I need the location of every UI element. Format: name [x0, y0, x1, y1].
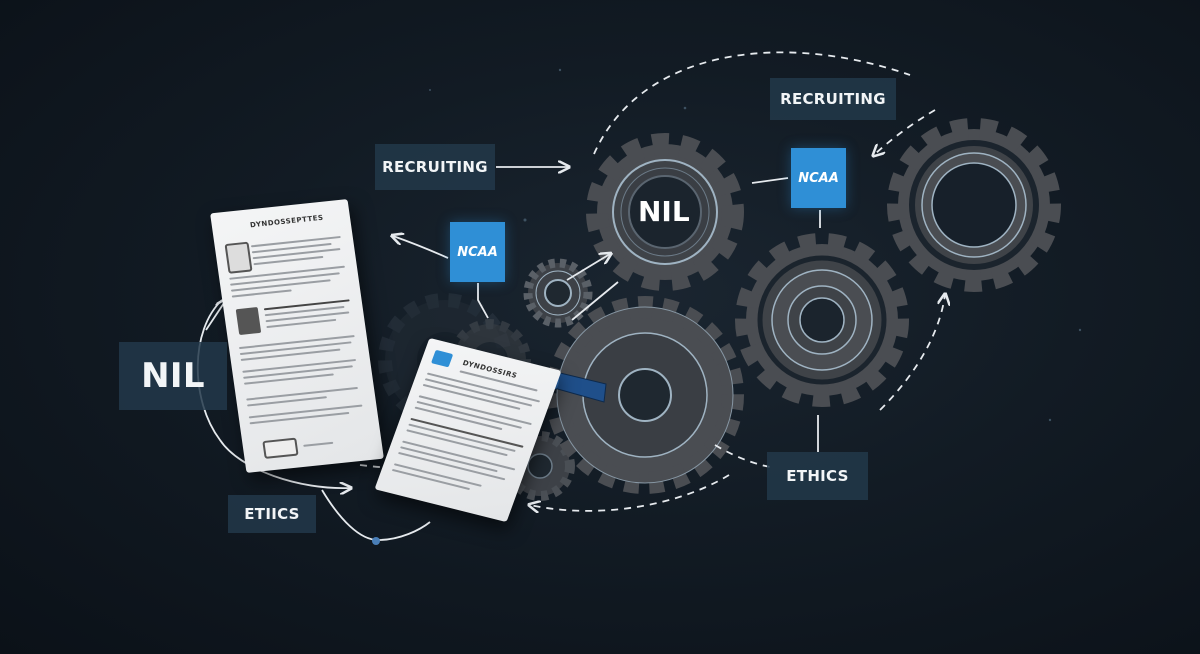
- connector-node-icon: [372, 537, 380, 545]
- ethics-label-left: ETIICS: [228, 495, 316, 533]
- center-gear-icon: [546, 296, 744, 494]
- document-signature-icon: [262, 437, 299, 459]
- recruiting-label-left: RECRUITING: [375, 144, 495, 190]
- right-gear-icon: [735, 233, 909, 407]
- nil-gear-icon: [586, 133, 744, 291]
- nil-gear-label: NIL: [638, 195, 690, 228]
- document-lightbulb-icon: [235, 306, 262, 336]
- sparkle-dots: [429, 68, 1082, 422]
- far-right-gear-icon: [887, 118, 1061, 292]
- small-gear-icon: [523, 258, 593, 328]
- nil-label-left: NIL: [119, 342, 227, 410]
- ncaa-logo-left: NCAA: [450, 222, 505, 282]
- document-title: DYNDOSSEPTTES: [249, 213, 325, 230]
- recruiting-label-top: RECRUITING: [770, 78, 896, 120]
- ethics-label-right: ETHICS: [767, 452, 868, 500]
- document-logo-icon: [430, 349, 454, 368]
- ncaa-logo-right: NCAA: [791, 148, 846, 208]
- document-fingerprint-icon: [224, 241, 253, 274]
